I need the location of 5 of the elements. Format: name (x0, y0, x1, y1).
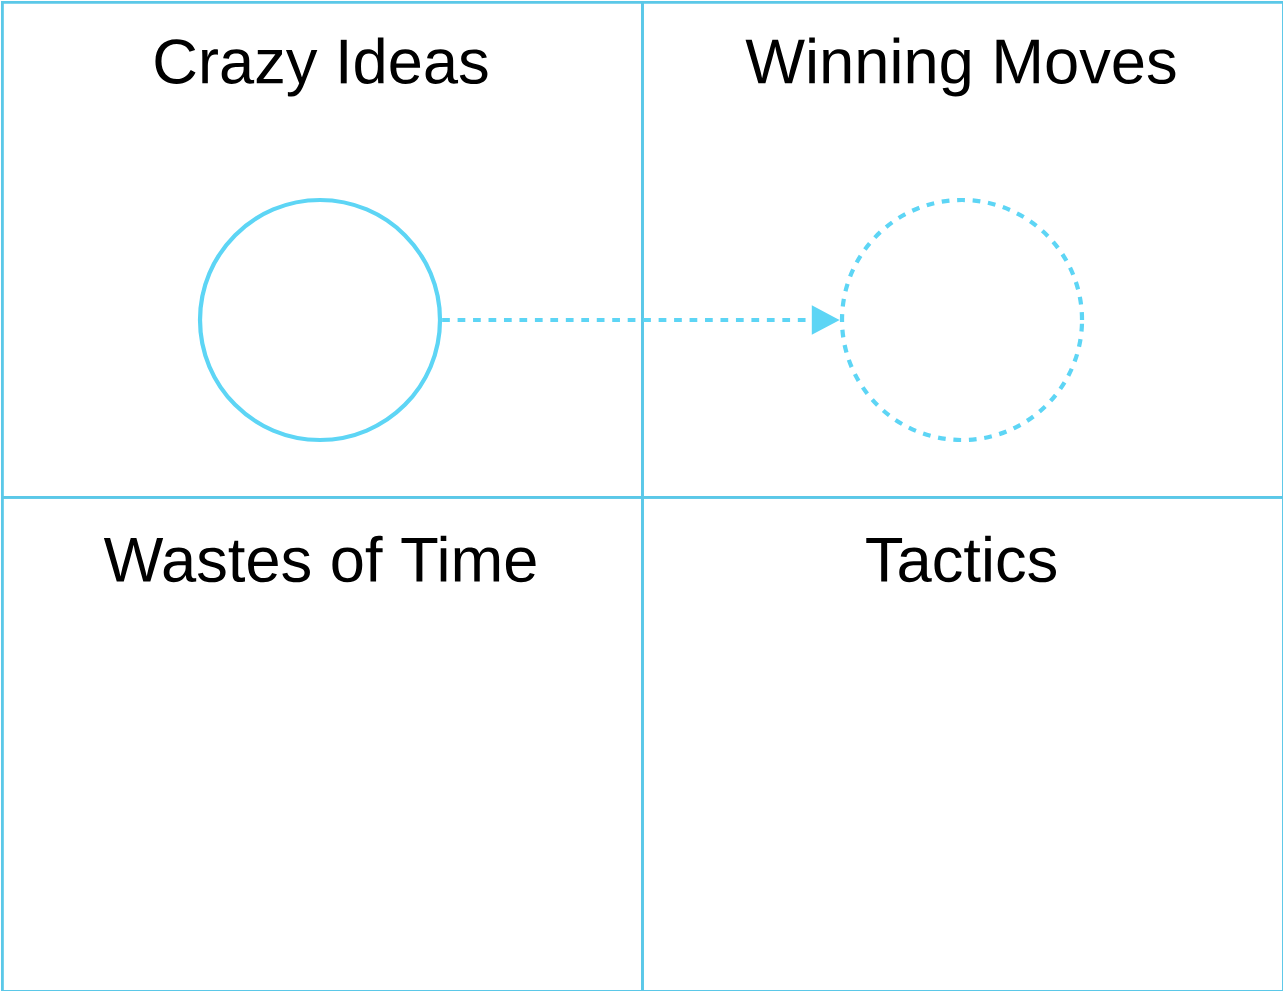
quadrant-cell: Tactics (641, 496, 1283, 991)
quadrant-cell: Wastes of Time (1, 496, 644, 991)
circle (197, 197, 443, 443)
circle (839, 197, 1085, 443)
quadrant-cell: Crazy Ideas (1, 1, 644, 499)
